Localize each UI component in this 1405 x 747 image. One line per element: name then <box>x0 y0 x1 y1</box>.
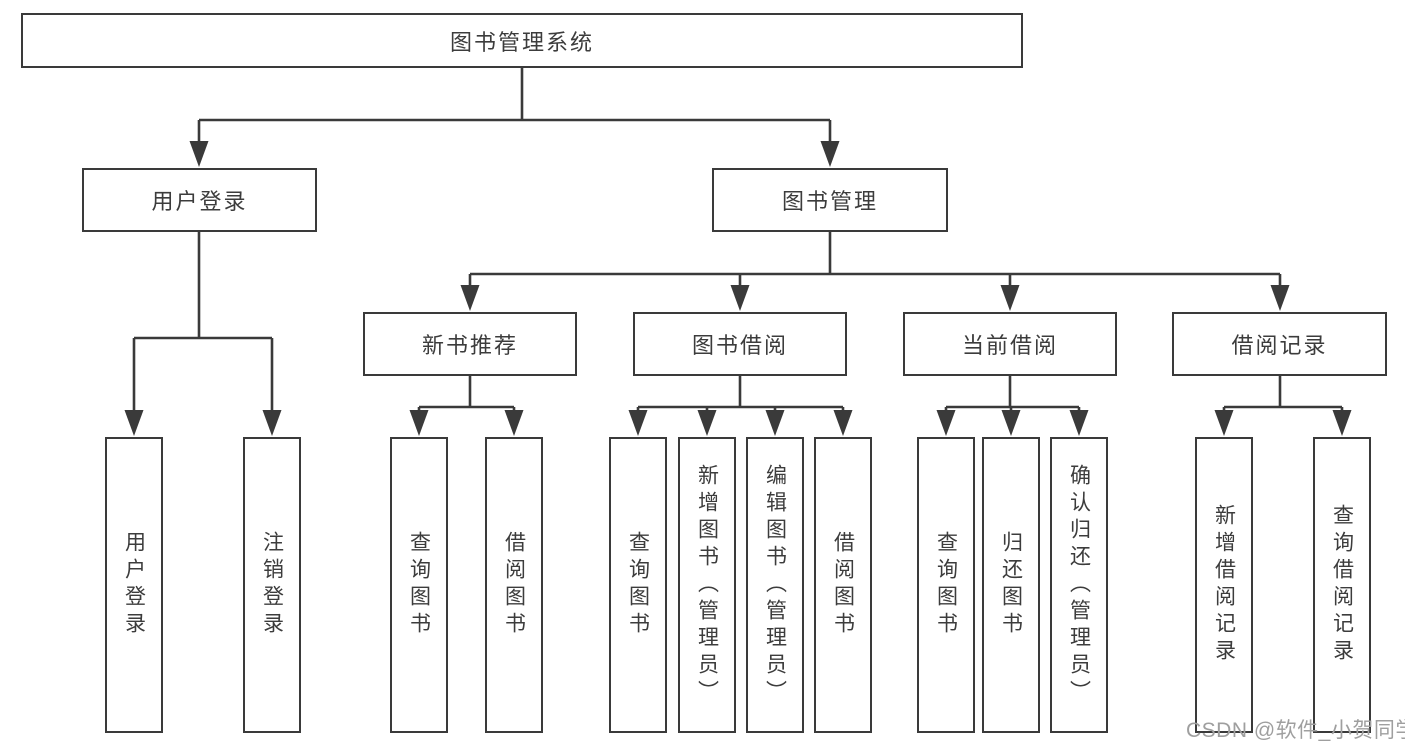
leaf-return-book: 归还图书 <box>982 437 1040 733</box>
node-user-login: 用户登录 <box>82 168 317 232</box>
leaf-query-borrow-record: 查询借阅记录 <box>1313 437 1371 733</box>
leaf-query-books-current: 查询图书 <box>917 437 975 733</box>
leaf-user-login: 用户登录 <box>105 437 163 733</box>
csdn-watermark: CSDN @软件_小贺同学 <box>1186 719 1405 742</box>
node-book-borrow: 图书借阅 <box>633 312 847 376</box>
leaf-query-books-borrow: 查询图书 <box>609 437 667 733</box>
leaf-borrow-books-recommend: 借阅图书 <box>485 437 543 733</box>
node-borrow-records: 借阅记录 <box>1172 312 1387 376</box>
leaf-query-books-recommend: 查询图书 <box>390 437 448 733</box>
leaf-confirm-return-admin: 确认归还（管理员） <box>1050 437 1108 733</box>
node-book-management: 图书管理 <box>712 168 948 232</box>
leaf-add-book-admin: 新增图书（管理员） <box>678 437 736 733</box>
arrowheads <box>124 141 1352 436</box>
node-root: 图书管理系统 <box>21 13 1023 68</box>
leaf-borrow-books: 借阅图书 <box>814 437 872 733</box>
leaf-logout-login: 注销登录 <box>243 437 301 733</box>
leaf-add-borrow-record: 新增借阅记录 <box>1195 437 1253 733</box>
leaf-edit-book-admin: 编辑图书（管理员） <box>746 437 804 733</box>
node-new-book-recommend: 新书推荐 <box>363 312 577 376</box>
node-current-borrow: 当前借阅 <box>903 312 1117 376</box>
